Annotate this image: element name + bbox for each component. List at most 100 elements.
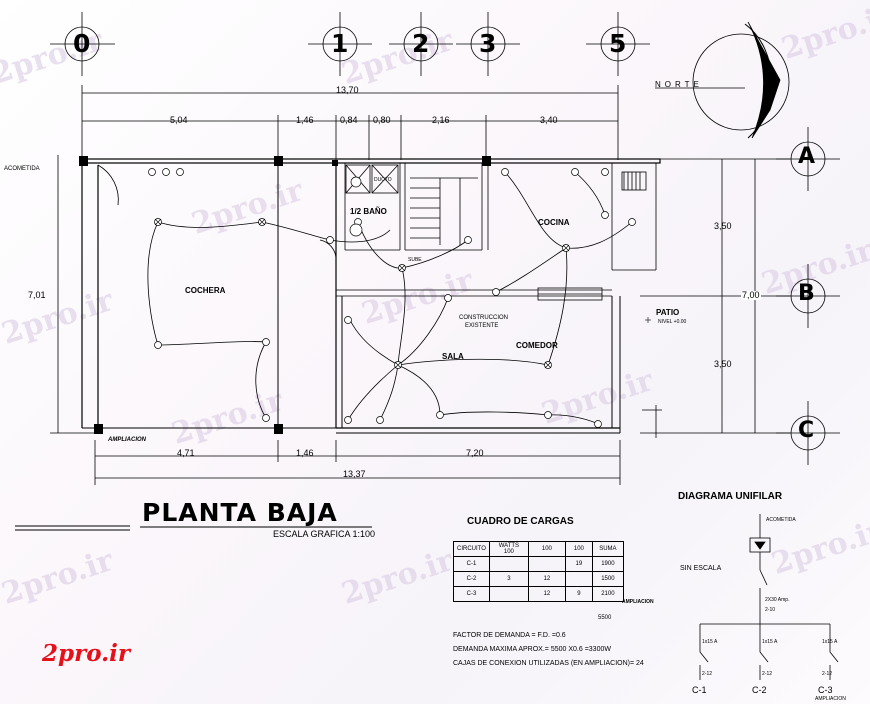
table-row: C-3 12 9 2100	[453, 586, 624, 602]
outlet-symbol	[349, 223, 363, 237]
outlet-symbol	[601, 211, 609, 219]
table-row: CIRCUITO WATTS 100 100 100 SUMA	[453, 541, 624, 557]
ducto-label: DUCTO	[374, 177, 392, 183]
dimension-text: 3,50	[714, 359, 732, 369]
wire-label: 2-10	[765, 607, 776, 613]
ampliacion-note: AMPLIACION	[815, 696, 846, 702]
room-label: COCHERA	[185, 286, 226, 295]
table-cell: 19	[564, 556, 593, 572]
outlet-symbol	[601, 168, 609, 176]
axis-label-column: 3	[479, 29, 497, 58]
table-header-cell: 100	[527, 541, 566, 557]
table-cell: 12	[527, 586, 566, 602]
outlet-symbol	[154, 341, 162, 349]
table-cell	[527, 556, 566, 572]
note-line: DEMANDA MAXIMA APROX.= 5500 X0.6 =3300W	[453, 646, 611, 653]
note-label: EXISTENTE	[465, 323, 499, 329]
table-cell: C-1	[453, 556, 490, 572]
table-cell: C-3	[453, 586, 490, 602]
circuit-label: C-1	[692, 685, 707, 695]
room-label: SALA	[442, 352, 464, 361]
dimension-text: 13,70	[336, 85, 359, 95]
table-cell: 1900	[591, 556, 624, 572]
axis-label-row: A	[798, 144, 816, 169]
outlet-symbol	[594, 420, 602, 428]
table-header-cell: WATTS 100	[488, 541, 529, 557]
table-cell	[488, 556, 529, 572]
dimension-text: 1,46	[296, 448, 314, 458]
axis-label-row: C	[798, 418, 815, 443]
room-label: PATIO	[656, 308, 680, 317]
dimension-text: 13,37	[343, 469, 366, 479]
plan-title: PLANTA BAJA	[142, 498, 338, 527]
circuit-label: C-3	[818, 685, 833, 695]
outlet-symbol	[262, 338, 270, 346]
outlet-symbol	[344, 316, 352, 324]
outlet-symbol	[436, 411, 444, 419]
wire-label: 2-12	[702, 671, 713, 677]
outlet-symbol	[162, 168, 170, 176]
watts-label: WATTS	[498, 543, 520, 549]
dimension-text: 0,84	[340, 115, 358, 125]
outlet-symbol	[501, 168, 509, 176]
note-line: FACTOR DE DEMANDA = F.D. =0.6	[453, 632, 566, 639]
outlet-symbol	[492, 288, 500, 296]
breaker-rating: 1x15 A	[822, 639, 838, 645]
axis-label-row: B	[798, 281, 815, 306]
note-label: CONSTRUCCION	[459, 315, 508, 321]
table-header-cell: 100	[564, 541, 593, 557]
north-label: NORTE	[655, 80, 703, 89]
dimension-text: 4,71	[177, 448, 195, 458]
north-compass	[692, 33, 790, 131]
note-line: CAJAS DE CONEXION UTILIZADAS (EN AMPLIAC…	[453, 660, 644, 667]
table-header-cell: SUMA	[591, 541, 624, 557]
sube-label: SUBE	[408, 257, 422, 263]
outlet-symbol	[444, 294, 452, 302]
table-cell	[564, 571, 593, 587]
scale-note: SIN ESCALA	[680, 565, 722, 572]
table-row: C-2 3 12 1500	[453, 571, 624, 587]
outlet-symbol	[571, 168, 579, 176]
load-total: 5500	[598, 615, 612, 621]
dimension-text: 7,20	[466, 448, 484, 458]
table-cell: 12	[527, 571, 566, 587]
breaker-rating: 2X30 Amp.	[765, 597, 790, 603]
dimension-text: 5,04	[170, 115, 188, 125]
table-cell: 3	[488, 571, 529, 587]
dimension-text: 1,46	[296, 115, 314, 125]
axis-label-column: 0	[73, 29, 91, 58]
load-table: CIRCUITO WATTS 100 100 100 SUMA C-1 19 1…	[453, 541, 624, 602]
outlet-symbol	[176, 168, 184, 176]
wire-label: 2-12	[762, 671, 773, 677]
wire-label: 2-12	[822, 671, 833, 677]
outlet-symbol	[326, 236, 334, 244]
outlet-symbol	[350, 176, 362, 188]
axis-label-column: 2	[412, 29, 430, 58]
watts-value: 100	[503, 549, 514, 555]
ampliacion-label: AMPLIACION	[108, 437, 146, 443]
level-label: NIVEL +0.00	[658, 319, 687, 325]
table-cell: 2100	[591, 586, 624, 602]
single-line-diagram	[699, 514, 839, 680]
table-cell	[488, 586, 529, 602]
axis-label-column: 5	[609, 29, 627, 58]
ampliacion-note: AMPLIACION	[622, 599, 654, 605]
dimension-text: 0,80	[373, 115, 391, 125]
breaker-rating: 1x15 A	[762, 639, 778, 645]
breaker-rating: 1x15 A	[702, 639, 718, 645]
outlet-symbol	[148, 168, 156, 176]
outlet-symbol	[376, 416, 384, 424]
outlet-symbol	[344, 416, 352, 424]
acometida-label: ACOMETIDA	[766, 517, 796, 523]
acometida-label: ACOMETIDA	[4, 166, 40, 172]
outlet-symbol	[544, 411, 552, 419]
outlet-symbol	[628, 218, 636, 226]
dimension-text: 2,16	[432, 115, 450, 125]
dimension-text: 7,00	[741, 290, 761, 300]
axis-label-column: 1	[331, 29, 349, 58]
circuit-label: C-2	[752, 685, 767, 695]
room-label: COMEDOR	[516, 341, 558, 350]
table-cell: 1500	[591, 571, 624, 587]
table-cell: C-2	[453, 571, 490, 587]
